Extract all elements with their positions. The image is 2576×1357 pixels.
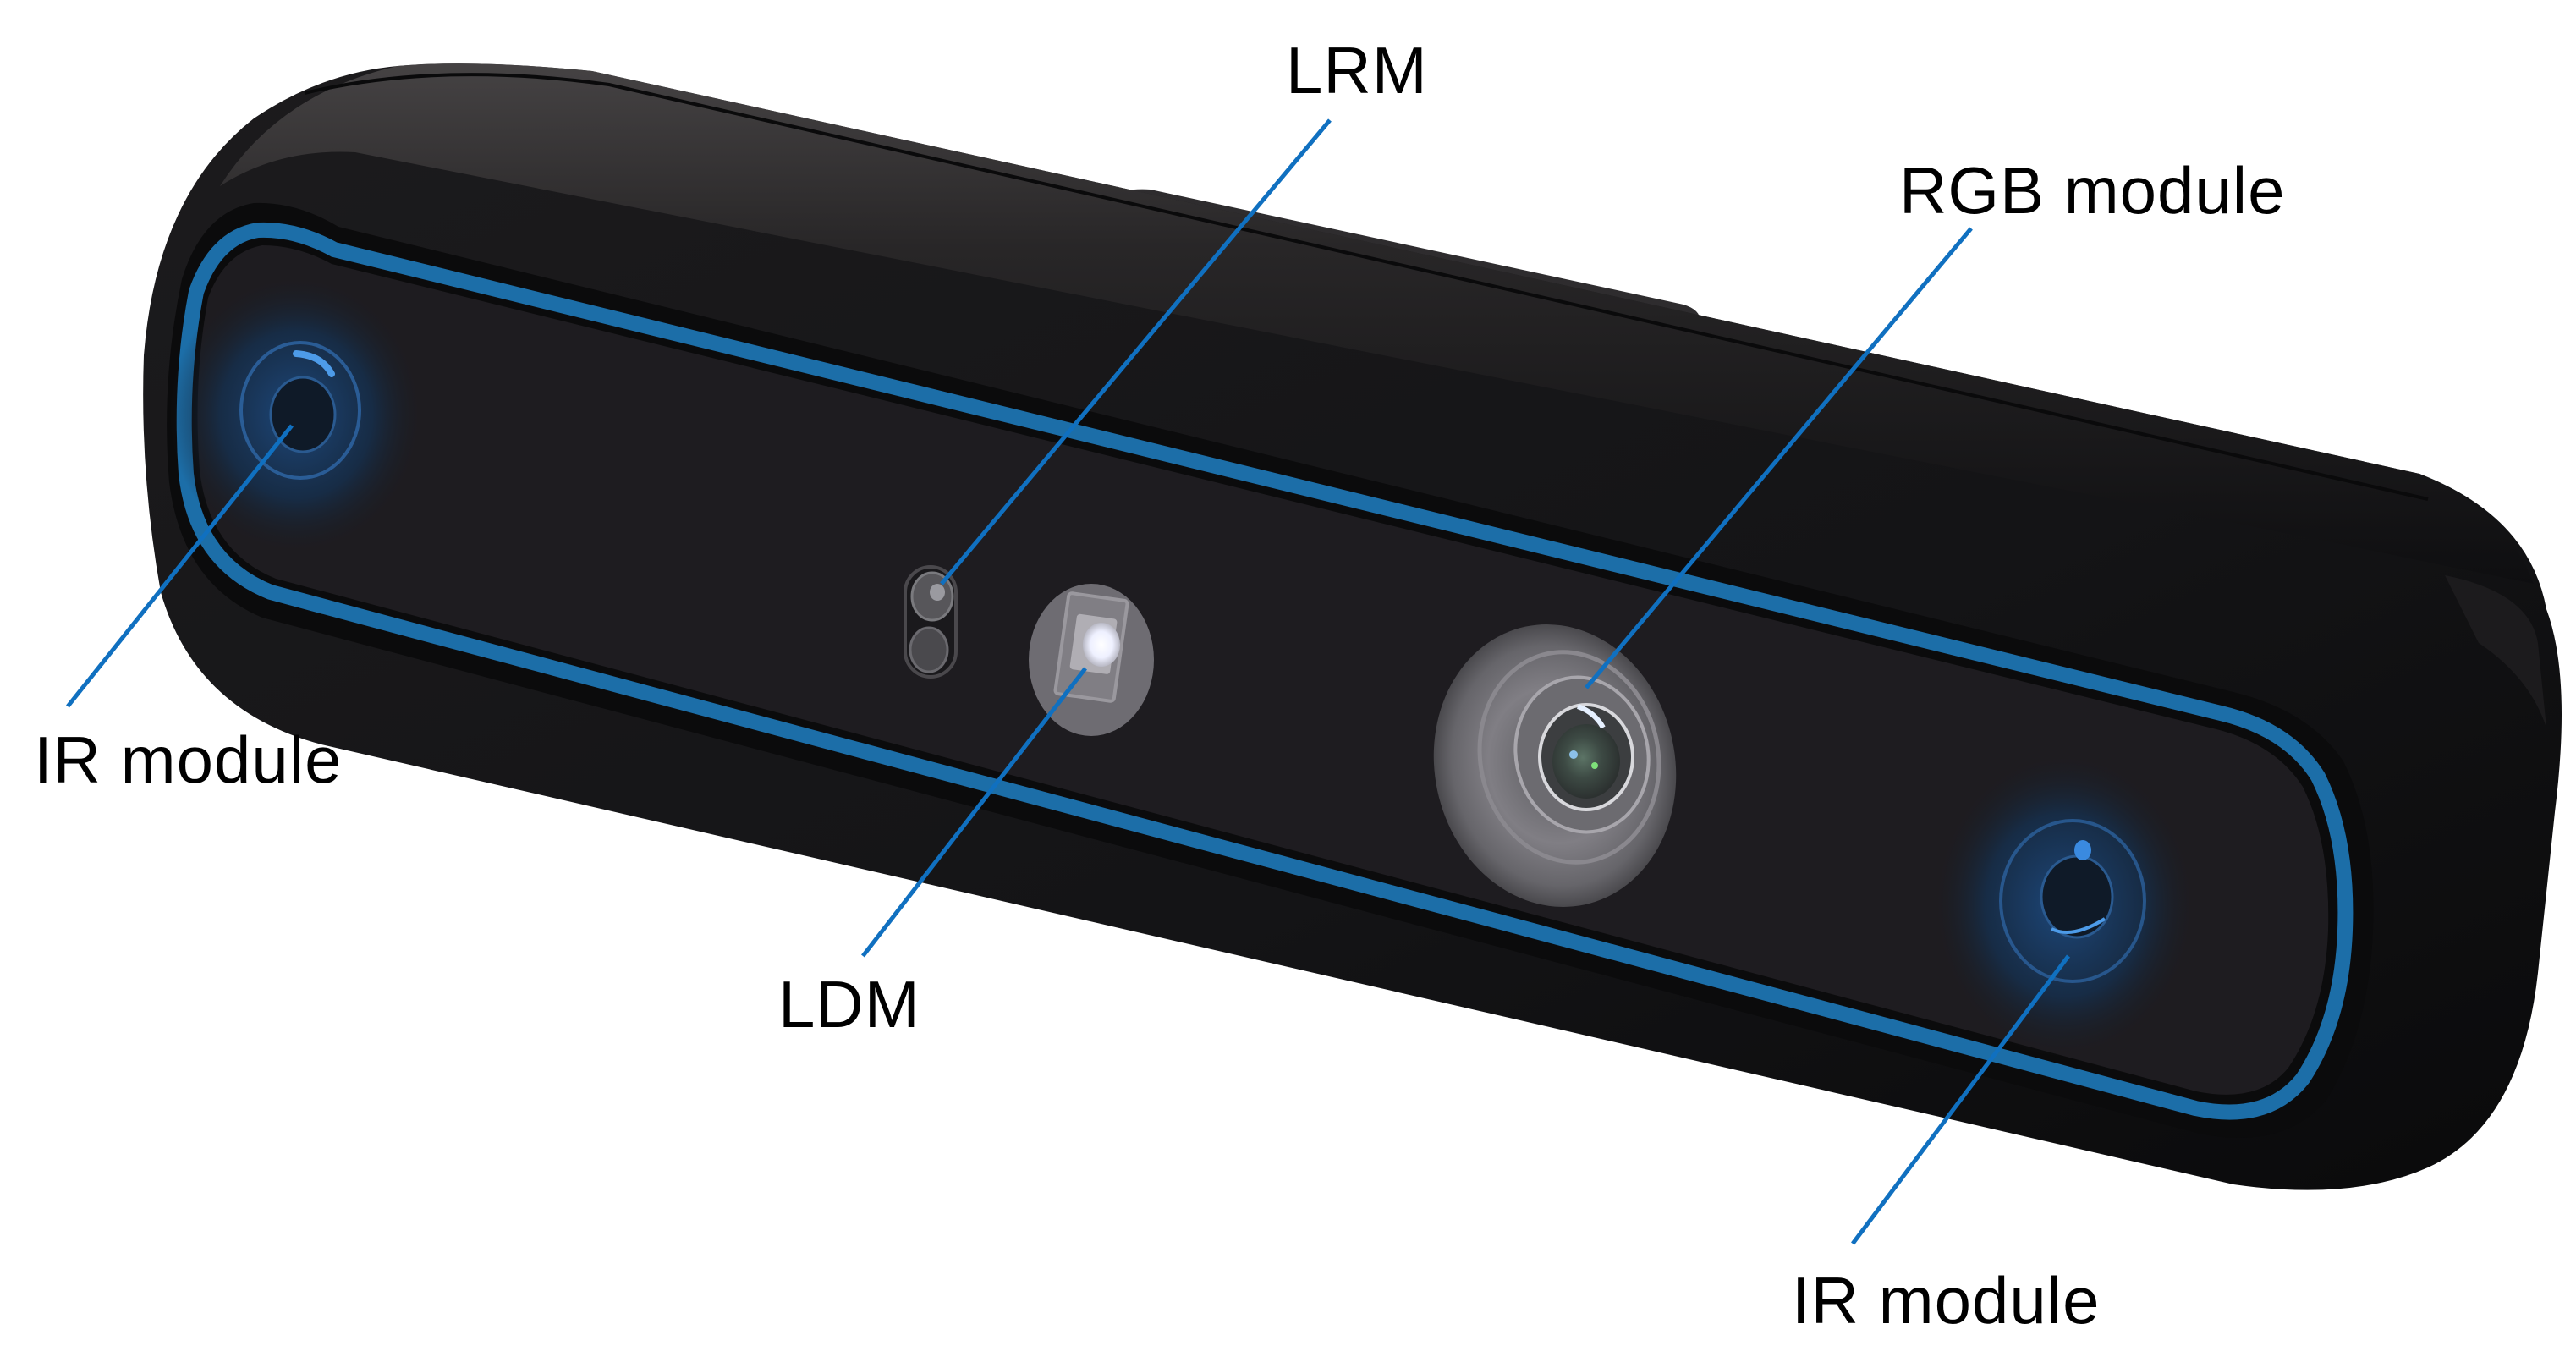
leader-ir-left: [66, 424, 294, 708]
ir-lens-right: [1933, 753, 2195, 1058]
label-lrm: LRM: [1286, 33, 1428, 107]
label-ir-module-right: IR module: [1792, 1263, 2101, 1338]
top-surface: [220, 63, 2534, 584]
ldm-emitter: [1029, 584, 1154, 736]
seam-line: [304, 73, 2429, 501]
leader-ir-right: [1851, 954, 2070, 1245]
label-rgb-module: RGB module: [1899, 153, 2286, 228]
leader-ldm: [861, 667, 1087, 958]
leader-lrm: [940, 118, 1332, 585]
ir-lens-left: [169, 275, 423, 554]
label-ir-module-left: IR module: [34, 722, 343, 797]
label-ldm: LDM: [778, 967, 920, 1041]
face-panel: [197, 245, 2329, 1095]
camera-body: [143, 63, 2562, 1190]
lrm-sensor: [904, 565, 958, 678]
rgb-lens: [1433, 624, 1677, 907]
callout-labels: LRM RGB module IR module LDM IR module: [34, 33, 2286, 1338]
leader-lines: [66, 118, 2070, 1245]
leader-rgb: [1585, 227, 1973, 689]
right-end-cap: [2445, 575, 2546, 728]
